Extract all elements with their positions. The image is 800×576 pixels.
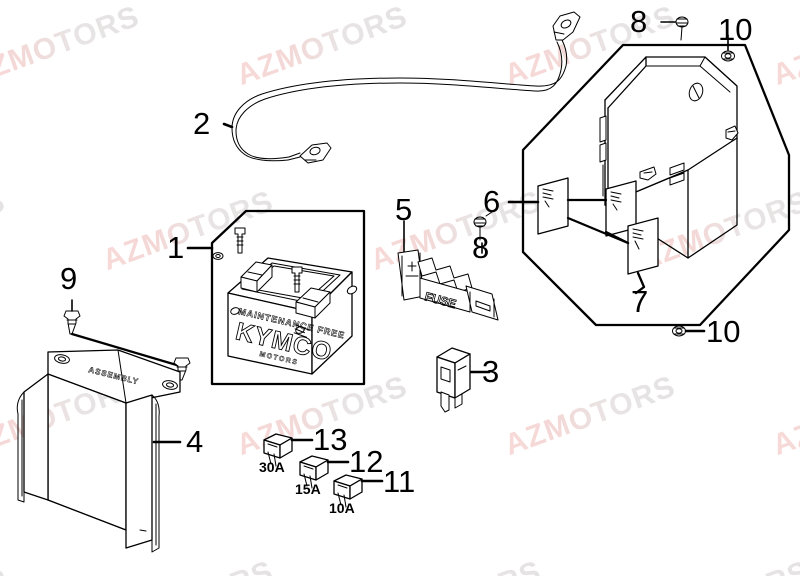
leader-lines: [71, 122, 540, 483]
part-fuse-box: FUSE: [397, 220, 499, 321]
part-screw-middle: [473, 209, 496, 241]
part-nut-bottom: [672, 325, 706, 337]
part-screw-cover: [63, 310, 191, 381]
battery-terminal-left: [240, 261, 273, 293]
part-fuse-15a: [299, 455, 329, 489]
part-battery: MAINTENANCE FREE KYMCO MOTORS: [210, 209, 366, 386]
cable-terminal-lug-upper: [552, 11, 581, 41]
part-starter-relay: [436, 347, 471, 413]
part-screw-top: [660, 16, 689, 41]
part-fuse-10a: [333, 474, 363, 508]
battery-terminal-screw-left: [234, 227, 246, 254]
part-fuse-30a: [263, 433, 293, 467]
battery-terminal-screw-right: [291, 266, 303, 293]
cable-terminal-lug-lower: [299, 142, 332, 164]
part-battery-cable: [231, 11, 581, 164]
part-nut-top: [721, 34, 735, 62]
battery-terminal-right: [295, 287, 331, 319]
part-battery-box: [521, 43, 791, 327]
part-battery-cover-bracket: ASSEMBLY: [16, 349, 181, 553]
